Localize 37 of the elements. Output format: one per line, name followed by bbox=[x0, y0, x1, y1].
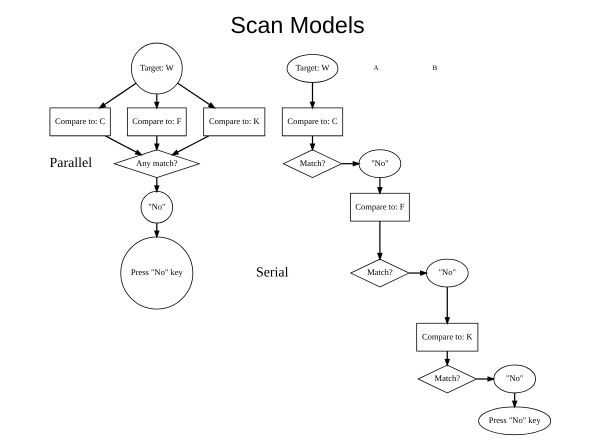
label: Serial bbox=[255, 265, 288, 280]
node-ellipse: Target: W bbox=[286, 54, 338, 83]
node-circle: "No" bbox=[140, 191, 172, 224]
diagram-title: Scan Models bbox=[230, 12, 364, 38]
arrow bbox=[444, 351, 450, 367]
node-ellipse: Press "No" key bbox=[478, 406, 551, 436]
arrow bbox=[154, 222, 160, 238]
arrow bbox=[341, 160, 360, 166]
arrow bbox=[154, 94, 160, 110]
node-box: Compare to: F bbox=[126, 108, 186, 136]
arrow bbox=[408, 270, 428, 276]
node-ellipse: "No" bbox=[358, 149, 401, 178]
arrow bbox=[511, 392, 517, 409]
arrow bbox=[170, 135, 209, 156]
node-box: Compare to: K bbox=[202, 108, 265, 136]
arrow bbox=[98, 82, 136, 109]
node-box: Compare to: C bbox=[281, 108, 343, 136]
node-ellipse: "No" bbox=[425, 258, 468, 288]
node-box: Compare to: K bbox=[416, 322, 478, 352]
arrow bbox=[376, 221, 382, 261]
arrow bbox=[104, 135, 142, 156]
label: Parallel bbox=[49, 156, 92, 172]
arrow bbox=[476, 376, 495, 382]
node-box: Compare to: F bbox=[350, 192, 410, 222]
arrow bbox=[154, 136, 160, 152]
arrow bbox=[444, 287, 450, 326]
node-circle: Target: W bbox=[130, 42, 182, 94]
arrow bbox=[376, 178, 382, 195]
arrow bbox=[176, 82, 216, 109]
arrow bbox=[309, 82, 315, 110]
arrow bbox=[154, 178, 160, 194]
node-diamond: Match? bbox=[282, 149, 342, 178]
node-diamond: Match? bbox=[416, 364, 477, 394]
node-ellipse: "No" bbox=[492, 364, 536, 394]
node-diamond: Match? bbox=[349, 258, 410, 288]
node-circle: Press "No" key bbox=[120, 236, 193, 310]
node-box: Compare to: C bbox=[49, 108, 110, 136]
